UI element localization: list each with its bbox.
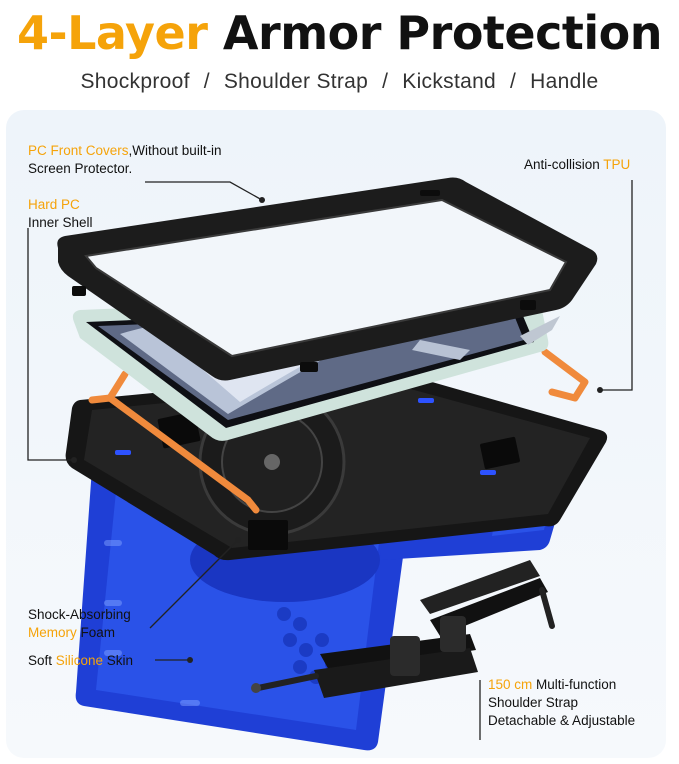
callout-strap-line3: Detachable & Adjustable bbox=[488, 713, 636, 728]
callout-strap-text: Multi-function bbox=[532, 677, 617, 692]
callout-silicone-text2: Skin bbox=[103, 653, 134, 668]
callout-tpu-highlight: TPU bbox=[603, 157, 631, 172]
orange-bumper bbox=[88, 348, 589, 514]
feature-separator: / bbox=[510, 70, 517, 93]
callout-lines bbox=[27, 180, 633, 740]
shoulder-strap bbox=[251, 560, 555, 698]
callout-hard-pc-line2: Inner Shell bbox=[28, 215, 93, 230]
feature-handle: Handle bbox=[530, 70, 599, 93]
feature-shoulder-strap: Shoulder Strap bbox=[223, 70, 369, 93]
callout-pc-front-text: ,Without built-in bbox=[128, 143, 222, 158]
callout-foam-highlight: Memory bbox=[28, 625, 77, 640]
callout-strap-highlight: 150 cm bbox=[488, 677, 533, 692]
title-accent: 4-Layer bbox=[16, 6, 208, 60]
title-rest: Armor Protection bbox=[222, 6, 663, 60]
callout-memory-foam: Shock-Absorbing Memory Foam bbox=[28, 606, 131, 642]
feature-separator: / bbox=[203, 70, 210, 93]
pc-front-cover bbox=[57, 177, 598, 381]
feature-separator: / bbox=[382, 70, 389, 93]
feature-list: Shockproof / Shoulder Strap / Kickstand / Hand… bbox=[0, 70, 679, 94]
page-title: 4-Layer Armor Protection bbox=[0, 6, 679, 60]
feature-kickstand: Kickstand bbox=[402, 70, 497, 93]
callout-foam-line1: Shock-Absorbing bbox=[28, 607, 131, 622]
callout-silicone-skin: Soft Silicone Skin bbox=[28, 652, 133, 670]
feature-shockproof: Shockproof bbox=[80, 70, 190, 93]
callout-hard-pc: Hard PC Inner Shell bbox=[28, 196, 93, 232]
callout-tpu: Anti-collision TPU bbox=[524, 156, 630, 174]
callout-strap-line2: Shoulder Strap bbox=[488, 695, 579, 710]
callout-pc-front-highlight: PC Front Covers bbox=[28, 143, 129, 158]
callout-silicone-highlight: Silicone bbox=[55, 653, 104, 668]
callout-pc-front-cover: PC Front Covers,Without built-in Screen … bbox=[28, 142, 222, 178]
callout-tpu-text: Anti-collision bbox=[524, 157, 604, 172]
callout-foam-text: Foam bbox=[76, 625, 116, 640]
callout-silicone-text1: Soft bbox=[28, 653, 56, 668]
callout-shoulder-strap: 150 cm Multi-function Shoulder Strap Det… bbox=[488, 676, 635, 730]
callout-pc-front-line2: Screen Protector. bbox=[28, 161, 133, 176]
callout-hard-pc-highlight: Hard PC bbox=[28, 197, 80, 212]
